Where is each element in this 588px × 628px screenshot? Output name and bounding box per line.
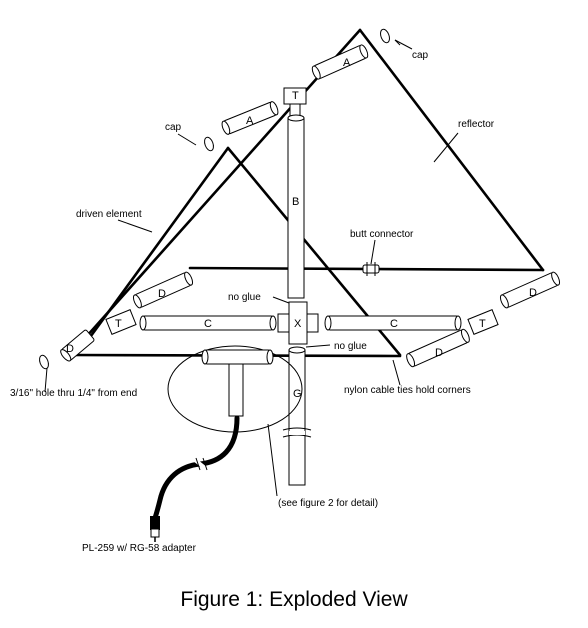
pipe-label-t-top: T [292, 90, 299, 102]
figure-caption: Figure 1: Exploded View [180, 588, 408, 611]
pipe-label-d-right-lower: D [435, 347, 443, 359]
pipe-label-g: G [293, 388, 302, 400]
pipe-label-c-right: C [390, 318, 398, 330]
label-cable-ties: nylon cable ties hold corners [344, 385, 471, 396]
label-butt-connector: butt connector [350, 229, 414, 240]
mast-pipe-g: G [282, 346, 312, 486]
mast-pipe-b: B [287, 114, 305, 299]
pipe-d-left-lower: D [60, 329, 95, 362]
horizontal-pipe-c-left: C [139, 315, 277, 331]
pipe-label-a1: A [246, 115, 254, 127]
label-connector: PL-259 w/ RG-58 adapter [82, 543, 197, 554]
upper-pipe-a-right: A [311, 44, 369, 80]
pipe-label-x: X [294, 318, 302, 330]
pipe-d-right-lower: D [406, 328, 470, 368]
leader-lines [44, 39, 459, 497]
feedpoint-tee [201, 349, 274, 417]
label-see-figure: (see figure 2 for detail) [278, 498, 378, 509]
cap-left [204, 136, 214, 152]
pipe-d-right-upper: D [499, 271, 561, 309]
cross-fitting-x: X [277, 301, 319, 345]
label-no-glue-lower: no glue [334, 341, 367, 352]
pipe-label-d-left-lower: D [66, 343, 74, 355]
coax-cable [152, 415, 240, 521]
left-corner-end [39, 354, 49, 370]
pipe-label-c-left: C [204, 318, 212, 330]
pipe-label-t-left: T [115, 318, 122, 330]
cap-top [380, 28, 390, 44]
pipe-label-d-right-upper: D [529, 287, 537, 299]
label-hole-note: 3/16" hole thru 1/4" from end [10, 388, 137, 399]
pipe-label-a2: A [343, 57, 351, 69]
label-driven-element: driven element [76, 209, 142, 220]
top-tee-fitting: T [283, 87, 307, 119]
pl259-connector [150, 516, 160, 542]
pipe-label-b: B [292, 196, 299, 208]
pipe-d-left-upper: D [132, 271, 194, 309]
pipe-label-d-left-upper: D [158, 288, 166, 300]
horizontal-pipe-c-right: C [324, 315, 462, 331]
right-tee-fitting: T [467, 309, 499, 335]
butt-connector [362, 262, 380, 276]
label-cap-left: cap [165, 122, 182, 133]
upper-pipe-a-left: A [221, 101, 279, 135]
left-tee-fitting: T [105, 309, 137, 335]
label-no-glue-upper: no glue [228, 292, 261, 303]
pipe-label-t-right: T [479, 318, 486, 330]
label-reflector: reflector [458, 119, 495, 130]
label-cap-top: cap [412, 50, 429, 61]
